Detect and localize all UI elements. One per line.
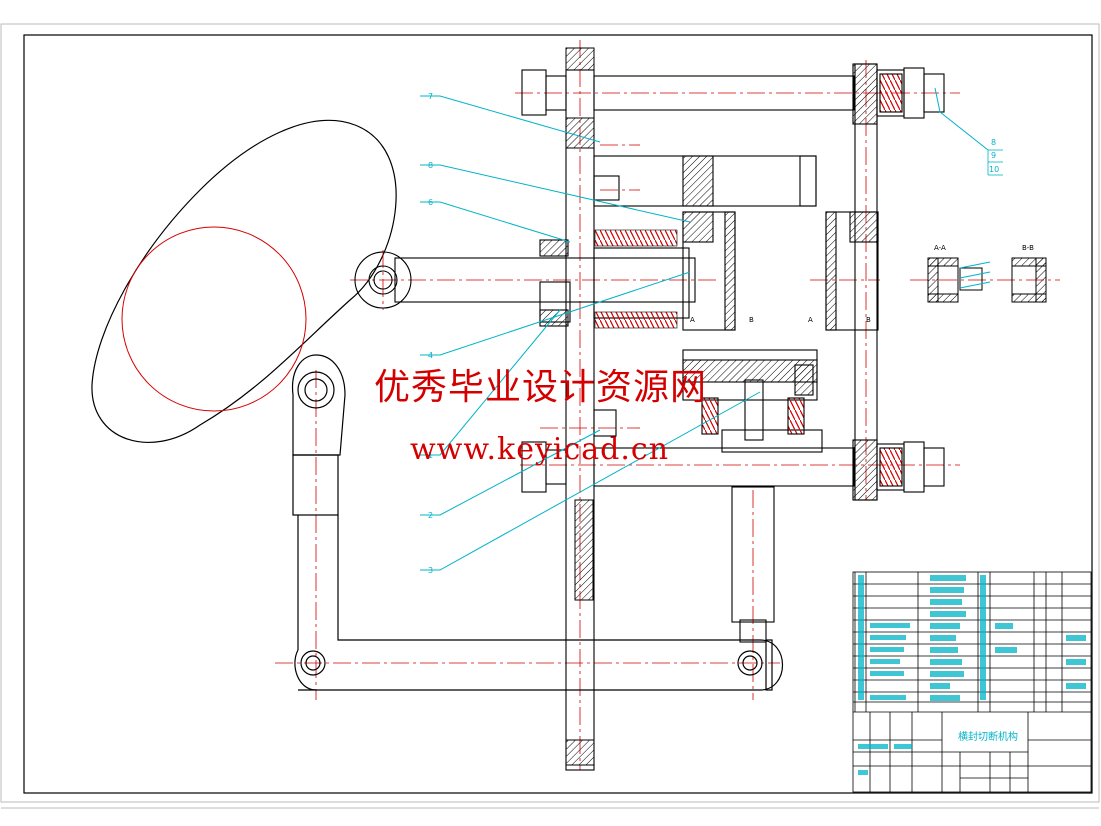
balloon-9: 9 — [991, 151, 996, 160]
cam-base-circle — [121, 226, 307, 412]
title-block — [852, 571, 1092, 793]
watermark-url: www.keyicad.cn — [410, 432, 670, 467]
balloon-8-right: 8 — [991, 138, 996, 147]
section-mark-a-left: A — [690, 316, 695, 324]
right-side-plate — [825, 63, 879, 501]
drawing-frame — [23, 34, 1093, 794]
balloon-6: 6 — [428, 198, 433, 207]
section-label-aa: A-A — [934, 244, 946, 252]
balloon-8-left: 8 — [428, 161, 433, 170]
leader-lines — [420, 87, 991, 571]
balloon-10: 10 — [989, 165, 999, 174]
section-mark-b-left: B — [749, 316, 754, 324]
push-rod — [354, 239, 696, 327]
balloon-1: 1 — [428, 451, 433, 460]
upper-bracket — [593, 155, 817, 207]
balloon-2: 2 — [428, 511, 433, 520]
lower-slide — [731, 486, 775, 643]
section-mark-a-right: A — [808, 316, 813, 324]
section-mark-b-right: B — [866, 316, 871, 324]
vertical-column — [565, 47, 595, 771]
cam — [91, 119, 397, 443]
drawing-title: 横封切断机构 — [958, 730, 1018, 743]
section-view-aa — [927, 257, 983, 303]
top-guide-rod — [521, 63, 945, 125]
balloon-labels: 7 8 6 4 1 2 3 8 9 10 — [428, 92, 999, 575]
section-view-bb — [1011, 257, 1047, 303]
swing-lever — [291, 354, 783, 691]
balloon-3: 3 — [428, 566, 433, 575]
balloon-4: 4 — [428, 351, 433, 360]
springs — [594, 229, 678, 329]
lower-knife-assembly — [593, 349, 823, 453]
section-label-bb: B-B — [1022, 244, 1034, 252]
balloon-boxes — [987, 149, 1003, 176]
sheet-border — [0, 23, 1100, 803]
balloon-7: 7 — [428, 92, 433, 101]
section-labels: A-A B-B A B A B — [690, 244, 1034, 324]
parts-list-entries — [858, 575, 1086, 775]
watermark-title: 优秀毕业设计资源网 — [374, 367, 708, 408]
